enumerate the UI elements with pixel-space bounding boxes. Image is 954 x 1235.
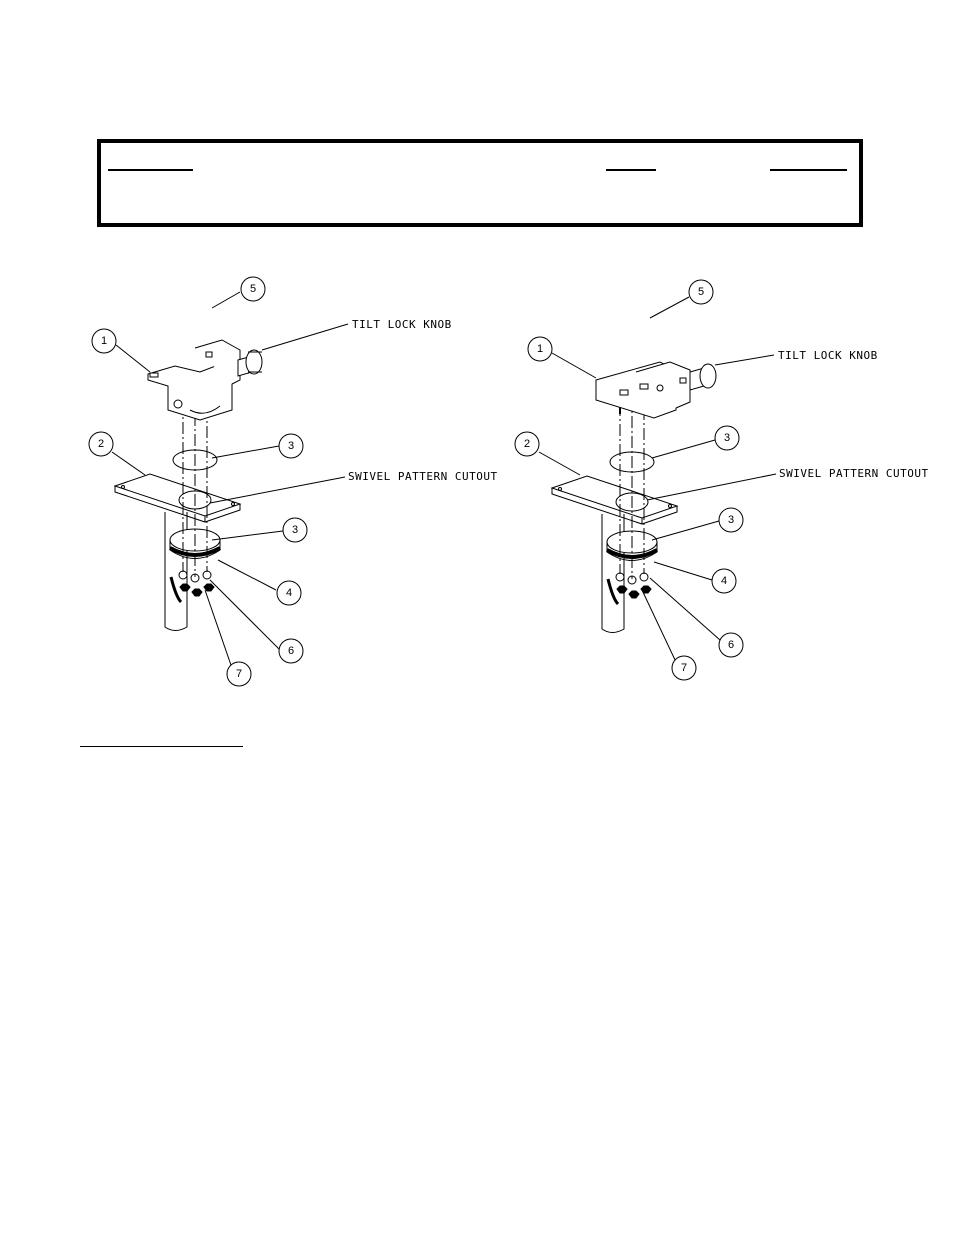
left-tilt-lock-knob-label: TILT LOCK KNOB: [352, 318, 452, 331]
right-callout-circle-3a: [714, 425, 740, 451]
left-callout-circle-5: [240, 276, 266, 302]
header-underline-3: [770, 169, 847, 171]
right-swivel-pattern-label: SWIVEL PATTERN CUTOUT: [779, 467, 929, 480]
left-callout-7: 7: [236, 668, 242, 680]
right-callout-circle-3b: [718, 507, 744, 533]
right-tilt-lock-knob-label: TILT LOCK KNOB: [778, 349, 878, 362]
right-callout-3a: 3: [724, 432, 730, 444]
left-callout-circle-3b: [282, 517, 308, 543]
left-callout-6: 6: [288, 645, 294, 657]
right-callout-2: 2: [524, 438, 530, 450]
right-callout-1: 1: [537, 343, 543, 355]
left-assembly: [113, 339, 263, 633]
right-callout-circle-5: [688, 279, 714, 305]
header-table: [97, 139, 863, 227]
left-callout-5: 5: [250, 283, 256, 295]
left-swivel-pattern-label: SWIVEL PATTERN CUTOUT: [348, 470, 498, 483]
right-assembly: [550, 361, 717, 635]
right-callout-circle-1: [527, 336, 553, 362]
left-callout-3a: 3: [288, 440, 294, 452]
right-callout-circle-7: [671, 655, 697, 681]
header-underline-2: [606, 169, 656, 171]
left-callout-circle-2: [88, 431, 114, 457]
left-callout-3b: 3: [292, 524, 298, 536]
header-underline-1: [108, 169, 193, 171]
right-callout-4: 4: [721, 575, 727, 587]
left-callout-circle-7: [226, 661, 252, 687]
right-callout-6: 6: [728, 639, 734, 651]
left-callout-circle-6: [278, 638, 304, 664]
right-callout-circle-2: [514, 431, 540, 457]
left-callout-2: 2: [98, 438, 104, 450]
left-callout-circle-3a: [278, 433, 304, 459]
left-callout-4: 4: [286, 587, 292, 599]
right-callout-circle-6: [718, 632, 744, 658]
right-callout-circle-4: [711, 568, 737, 594]
right-callout-3b: 3: [728, 514, 734, 526]
right-callout-7: 7: [681, 662, 687, 674]
left-callout-circle-1: [91, 328, 117, 354]
left-callout-1: 1: [101, 335, 107, 347]
section-underline: [80, 746, 243, 747]
right-callout-5: 5: [698, 286, 704, 298]
left-callout-leaders: [111, 291, 349, 669]
left-callout-circle-4: [276, 580, 302, 606]
right-callout-leaders: [538, 296, 777, 663]
